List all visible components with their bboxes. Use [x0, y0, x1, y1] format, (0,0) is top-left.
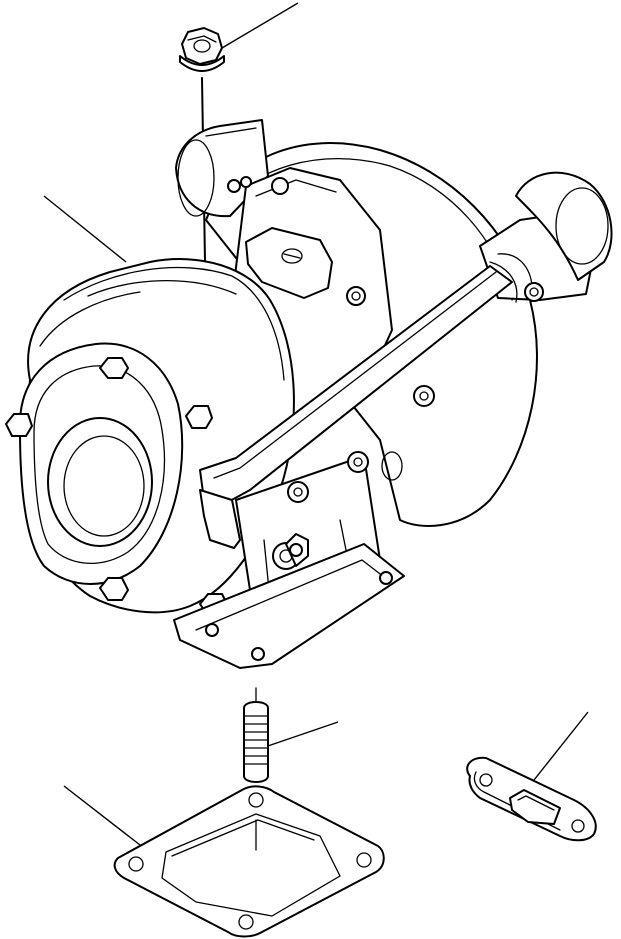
square-gasket-outline: [113, 785, 385, 938]
turbine-inlet-base-flange: [173, 543, 405, 669]
turbocharger-icon: [5, 119, 613, 669]
square-gasket-icon: [113, 785, 385, 938]
oval-gasket-port: [509, 789, 561, 825]
flange-nut-icon: [179, 27, 225, 263]
leader-line-stud: [261, 721, 339, 749]
leader-line-flange-gasket: [63, 785, 141, 846]
leader-line-nut: [221, 2, 299, 49]
leader-line-oval-gasket: [533, 711, 589, 781]
bracket-foot: [199, 489, 241, 549]
leader-lines: [43, 2, 589, 846]
turbine-outlet-bore: [47, 417, 153, 547]
square-gasket-port: [161, 813, 341, 917]
bracket-slot: [381, 451, 403, 481]
oval-gasket-icon: [466, 756, 597, 842]
bracket-bolts: [287, 385, 435, 557]
stud-bolt-icon: [243, 687, 269, 803]
outlet-hose: [515, 171, 613, 281]
leader-line-turbocharger: [43, 195, 127, 263]
